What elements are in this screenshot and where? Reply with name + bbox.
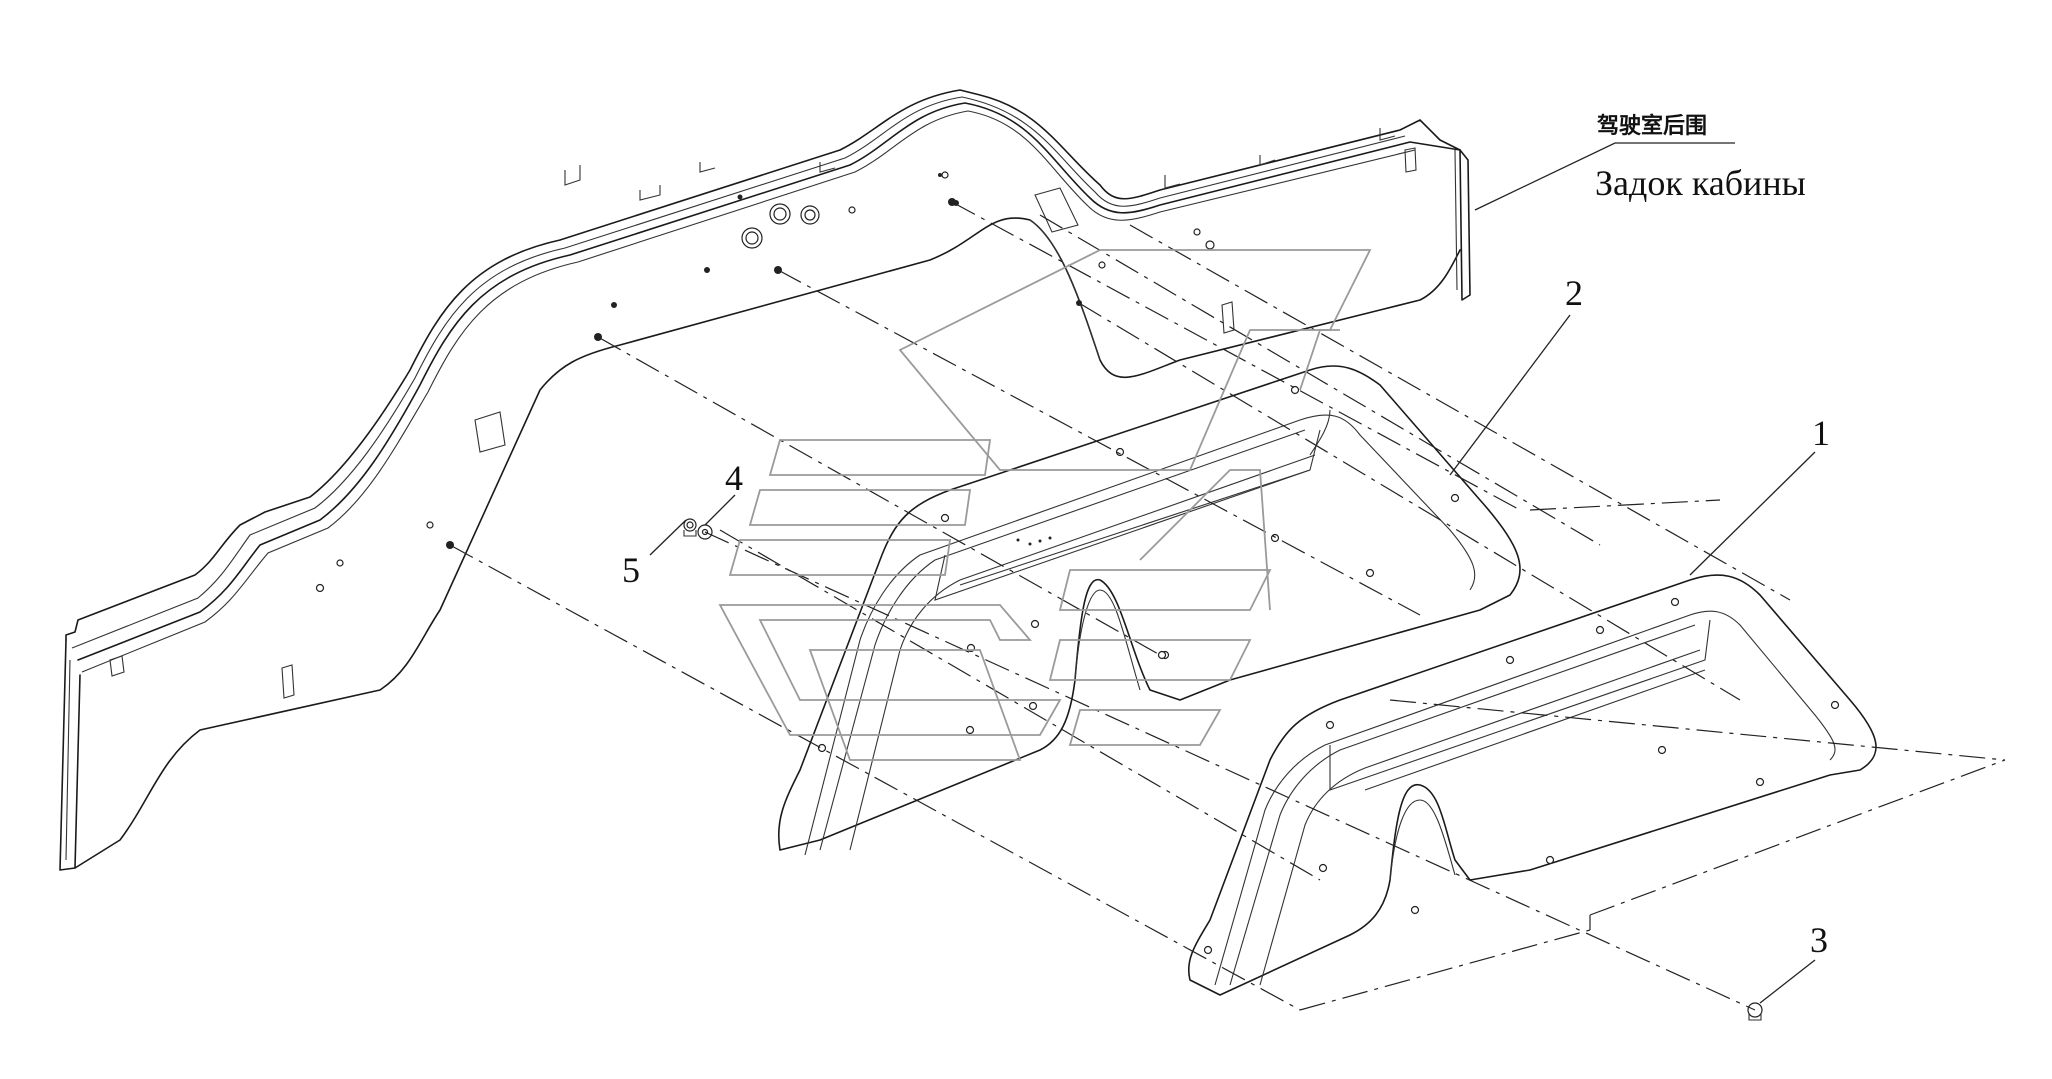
leader-cab-rear <box>1474 142 1735 211</box>
leader-part-3 <box>1759 959 1816 1004</box>
callout-part-2: 2 <box>1565 273 1583 313</box>
fastener-bolt-3 <box>1747 1002 1763 1021</box>
label-cab-rear-ru: Задок кабины <box>1595 163 1806 203</box>
leader-part-1 <box>1689 451 1816 576</box>
cab-rear-panel <box>59 89 1471 871</box>
leader-part-5 <box>649 519 687 556</box>
callout-part-4: 4 <box>725 458 743 498</box>
callout-part-5: 5 <box>622 550 640 590</box>
part-2-trim-panel <box>777 365 1521 856</box>
fastener-nut-5 <box>683 518 697 537</box>
watermark-logo <box>718 249 1372 761</box>
callout-part-1: 1 <box>1812 413 1830 453</box>
callout-part-3: 3 <box>1810 920 1828 960</box>
leader-part-4 <box>704 494 736 526</box>
part-1-trim-panel <box>1187 574 1877 996</box>
leader-lines <box>649 142 1816 1004</box>
assembly-lines <box>449 201 2006 1011</box>
leader-part-2 <box>1449 314 1571 476</box>
label-cab-rear-cn: 驾驶室后围 <box>1597 113 1707 139</box>
